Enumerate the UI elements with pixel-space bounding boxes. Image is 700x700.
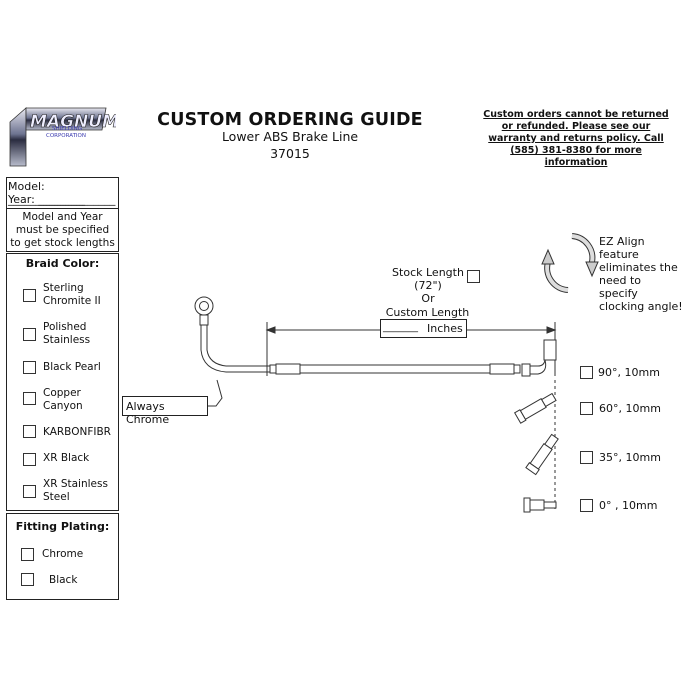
stock-length-label: Stock Length bbox=[392, 266, 464, 279]
custom-length-field[interactable]: _______ Inches bbox=[380, 319, 467, 338]
plating-option-black: Black bbox=[49, 574, 78, 586]
model-label: Model: bbox=[8, 180, 45, 193]
fitting-plating-title: Fitting Plating: bbox=[15, 520, 110, 533]
always-chrome-label: Always Chrome bbox=[126, 400, 170, 426]
fitting-option-0: 0° , 10mm bbox=[599, 499, 658, 512]
model-field[interactable]: Model: ______________ bbox=[8, 180, 118, 206]
fitting-checkbox-0[interactable] bbox=[580, 499, 593, 512]
fitting-option-35: 35°, 10mm bbox=[599, 451, 661, 464]
logo-tagline-2: CORPORATION bbox=[46, 133, 86, 139]
braid-checkbox-karbonfibr[interactable] bbox=[23, 425, 36, 438]
model-year-box: Model: ______________ Year: ____________… bbox=[6, 177, 119, 209]
braid-option-black-pearl: Black Pearl bbox=[43, 361, 101, 373]
stock-length-value: (72") bbox=[414, 279, 442, 292]
part-number: 37015 bbox=[270, 146, 310, 161]
logo-wordmark: MAGNUM bbox=[30, 112, 116, 132]
fitting-plating-panel: Fitting Plating: Chrome Black bbox=[6, 513, 119, 600]
braid-checkbox-xr-stainless[interactable] bbox=[23, 485, 36, 498]
fitting-checkbox-60[interactable] bbox=[580, 402, 593, 415]
inches-label: Inches bbox=[427, 322, 463, 335]
fitting-option-90: 90°, 10mm bbox=[598, 366, 660, 379]
year-label: Year: bbox=[8, 193, 35, 206]
braid-option-karbonfibr: KARBONFIBR bbox=[43, 426, 111, 438]
braid-checkbox-polished[interactable] bbox=[23, 328, 36, 341]
braid-option-xr-black: XR Black bbox=[43, 452, 90, 464]
ez-align-note: EZ Align feature eliminates the need to … bbox=[599, 235, 683, 313]
year-field[interactable]: Year: ______________ bbox=[8, 193, 115, 206]
year-blank[interactable]: ______________ bbox=[38, 193, 116, 206]
plating-option-chrome: Chrome bbox=[42, 548, 84, 560]
braid-option-copper: Copper Canyon bbox=[43, 387, 83, 412]
stock-length-checkbox[interactable] bbox=[467, 270, 480, 283]
plating-checkbox-chrome[interactable] bbox=[21, 548, 34, 561]
fitting-checkbox-35[interactable] bbox=[580, 451, 593, 464]
logo-tagline-1: SHIELDING bbox=[52, 126, 83, 132]
model-blank[interactable]: ______________ bbox=[8, 193, 85, 206]
braid-checkbox-sterling[interactable] bbox=[23, 289, 36, 302]
braid-option-polished: Polished Stainless bbox=[43, 321, 91, 346]
braid-option-xr-stainless: XR Stainless Steel bbox=[43, 478, 108, 503]
braid-color-panel: Braid Color: Sterling Chromite II Polish… bbox=[6, 253, 119, 511]
braid-option-sterling: Sterling Chromite II bbox=[43, 282, 101, 307]
fitting-option-60: 60°, 10mm bbox=[599, 402, 661, 415]
braid-checkbox-xr-black[interactable] bbox=[23, 453, 36, 466]
braid-color-title: Braid Color: bbox=[25, 257, 100, 270]
braid-checkbox-black-pearl[interactable] bbox=[23, 361, 36, 374]
fitting-checkbox-90[interactable] bbox=[580, 366, 593, 379]
logo-graphic: MAGNUM bbox=[9, 107, 116, 167]
braid-checkbox-copper[interactable] bbox=[23, 392, 36, 405]
custom-length-label: Custom Length bbox=[385, 306, 470, 319]
page-title: CUSTOM ORDERING GUIDE bbox=[157, 110, 423, 130]
return-policy-warning: Custom orders cannot be returned or refu… bbox=[483, 109, 669, 168]
brand-logo: MAGNUM SHIELDING CORPORATION bbox=[6, 104, 116, 170]
custom-length-blank[interactable]: _______ bbox=[383, 322, 418, 333]
plating-checkbox-black[interactable] bbox=[21, 573, 34, 586]
or-label: Or bbox=[421, 292, 435, 305]
model-year-note: Model and Year must be specified to get … bbox=[6, 208, 119, 252]
always-chrome-callout: Always Chrome bbox=[122, 396, 208, 426]
page-subtitle: Lower ABS Brake Line bbox=[221, 129, 359, 144]
note-text: Model and Year must be specified to get … bbox=[10, 211, 115, 249]
